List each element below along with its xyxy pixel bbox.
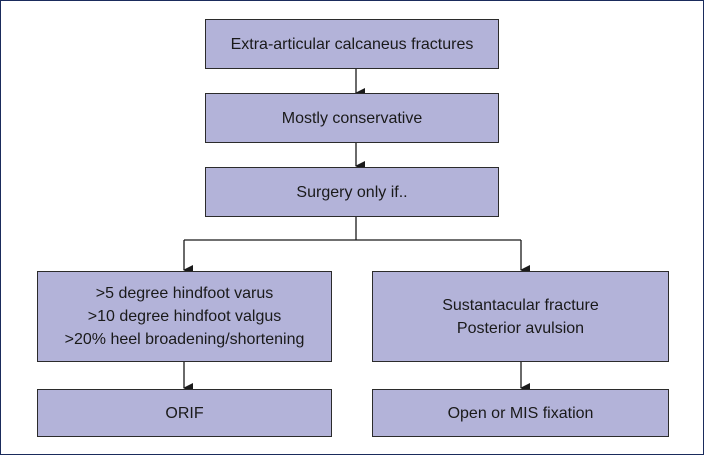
node-line: Extra-articular calcaneus fractures	[230, 35, 474, 53]
node-line: >20% heel broadening/shortening	[64, 331, 305, 348]
node-line: Posterior avulsion	[456, 319, 585, 337]
node-line: >10 degree hindfoot valgus	[87, 308, 282, 325]
node-line: Sustantacular fracture	[442, 296, 599, 314]
node-surgery-only-if: Surgery only if..	[205, 167, 499, 217]
node-line: Mostly conservative	[281, 109, 423, 127]
node-open-or-mis-fixation: Open or MIS fixation	[372, 389, 669, 437]
node-right-surgical-criteria: Sustantacular fracture Posterior avulsio…	[372, 271, 669, 362]
node-orif: ORIF	[37, 389, 332, 437]
node-line: >5 degree hindfoot varus	[95, 285, 274, 302]
node-line: Open or MIS fixation	[447, 404, 594, 422]
node-line: Surgery only if..	[296, 183, 408, 201]
node-left-surgical-criteria: >5 degree hindfoot varus >10 degree hind…	[37, 271, 332, 362]
node-mostly-conservative: Mostly conservative	[205, 93, 499, 143]
node-extra-articular-fractures: Extra-articular calcaneus fractures	[205, 19, 499, 69]
node-line: ORIF	[165, 404, 204, 422]
